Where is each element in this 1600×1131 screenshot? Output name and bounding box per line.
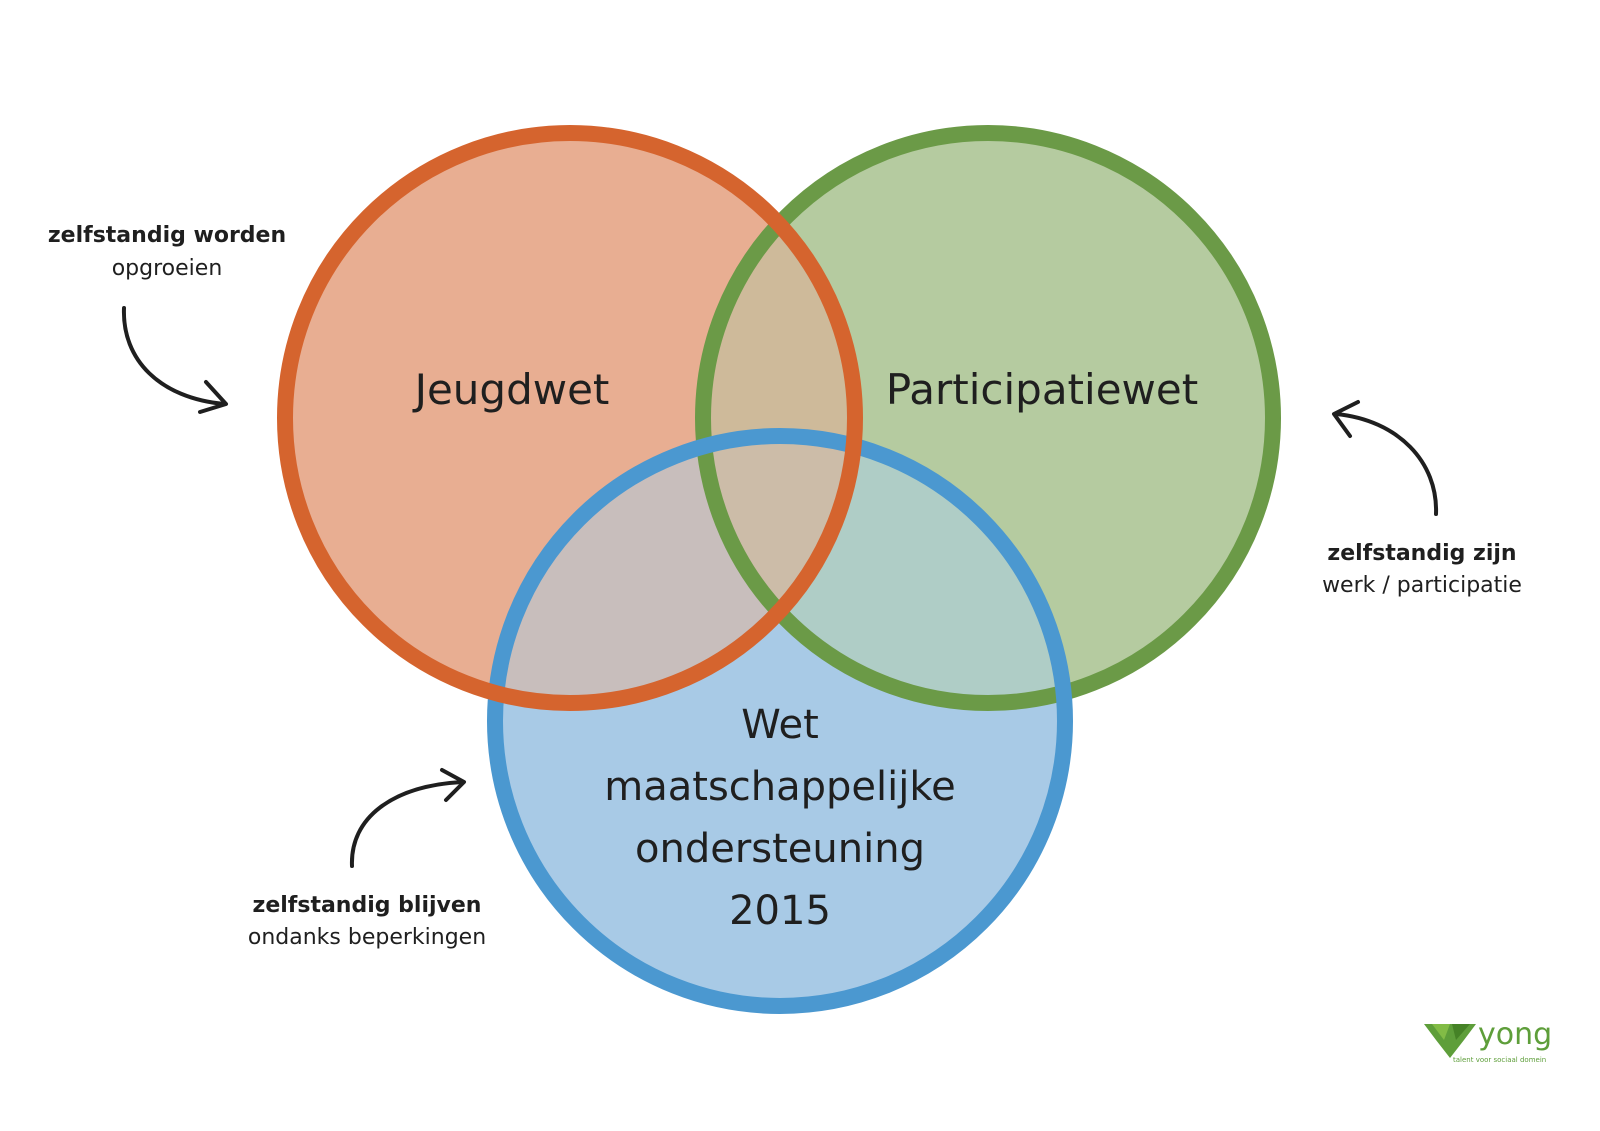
annotation-zijn-title: zelfstandig zijn xyxy=(1327,541,1516,566)
wmo-label-line-2: maatschappelijke xyxy=(604,764,955,810)
annotation-worden-sub: opgroeien xyxy=(112,256,223,281)
overlap-participatie-wmo xyxy=(703,436,1065,703)
wmo-label-line-3: ondersteuning xyxy=(635,826,925,872)
logo-tagline: talent voor sociaal domein xyxy=(1453,1056,1546,1064)
arrow-worden-icon xyxy=(121,306,228,414)
wmo-label-line-4: 2015 xyxy=(729,888,831,934)
annotation-blijven-sub: ondanks beperkingen xyxy=(248,925,486,950)
participatiewet-label: Participatiewet xyxy=(886,365,1198,414)
annotation-worden-title: zelfstandig worden xyxy=(48,223,286,248)
logo-word: yong xyxy=(1478,1017,1552,1052)
arrow-blijven-icon xyxy=(349,768,466,868)
yong-logo: yong talent voor sociaal domein xyxy=(1424,1017,1552,1064)
annotation-zijn-sub: werk / participatie xyxy=(1322,573,1522,598)
overlap-jeugd-wmo xyxy=(495,436,855,703)
jeugdwet-label: Jeugdwet xyxy=(412,365,610,414)
arrow-zijn-icon xyxy=(1332,400,1439,516)
jeugdwet-circle-outline xyxy=(277,125,863,711)
wmo-label-line-1: Wet xyxy=(741,702,819,748)
diamond-icon xyxy=(1424,1024,1476,1058)
participatiewet-circle-outline xyxy=(695,125,1281,711)
annotation-blijven-title: zelfstandig blijven xyxy=(253,893,482,918)
wmo-circle-outline xyxy=(487,428,1073,1014)
